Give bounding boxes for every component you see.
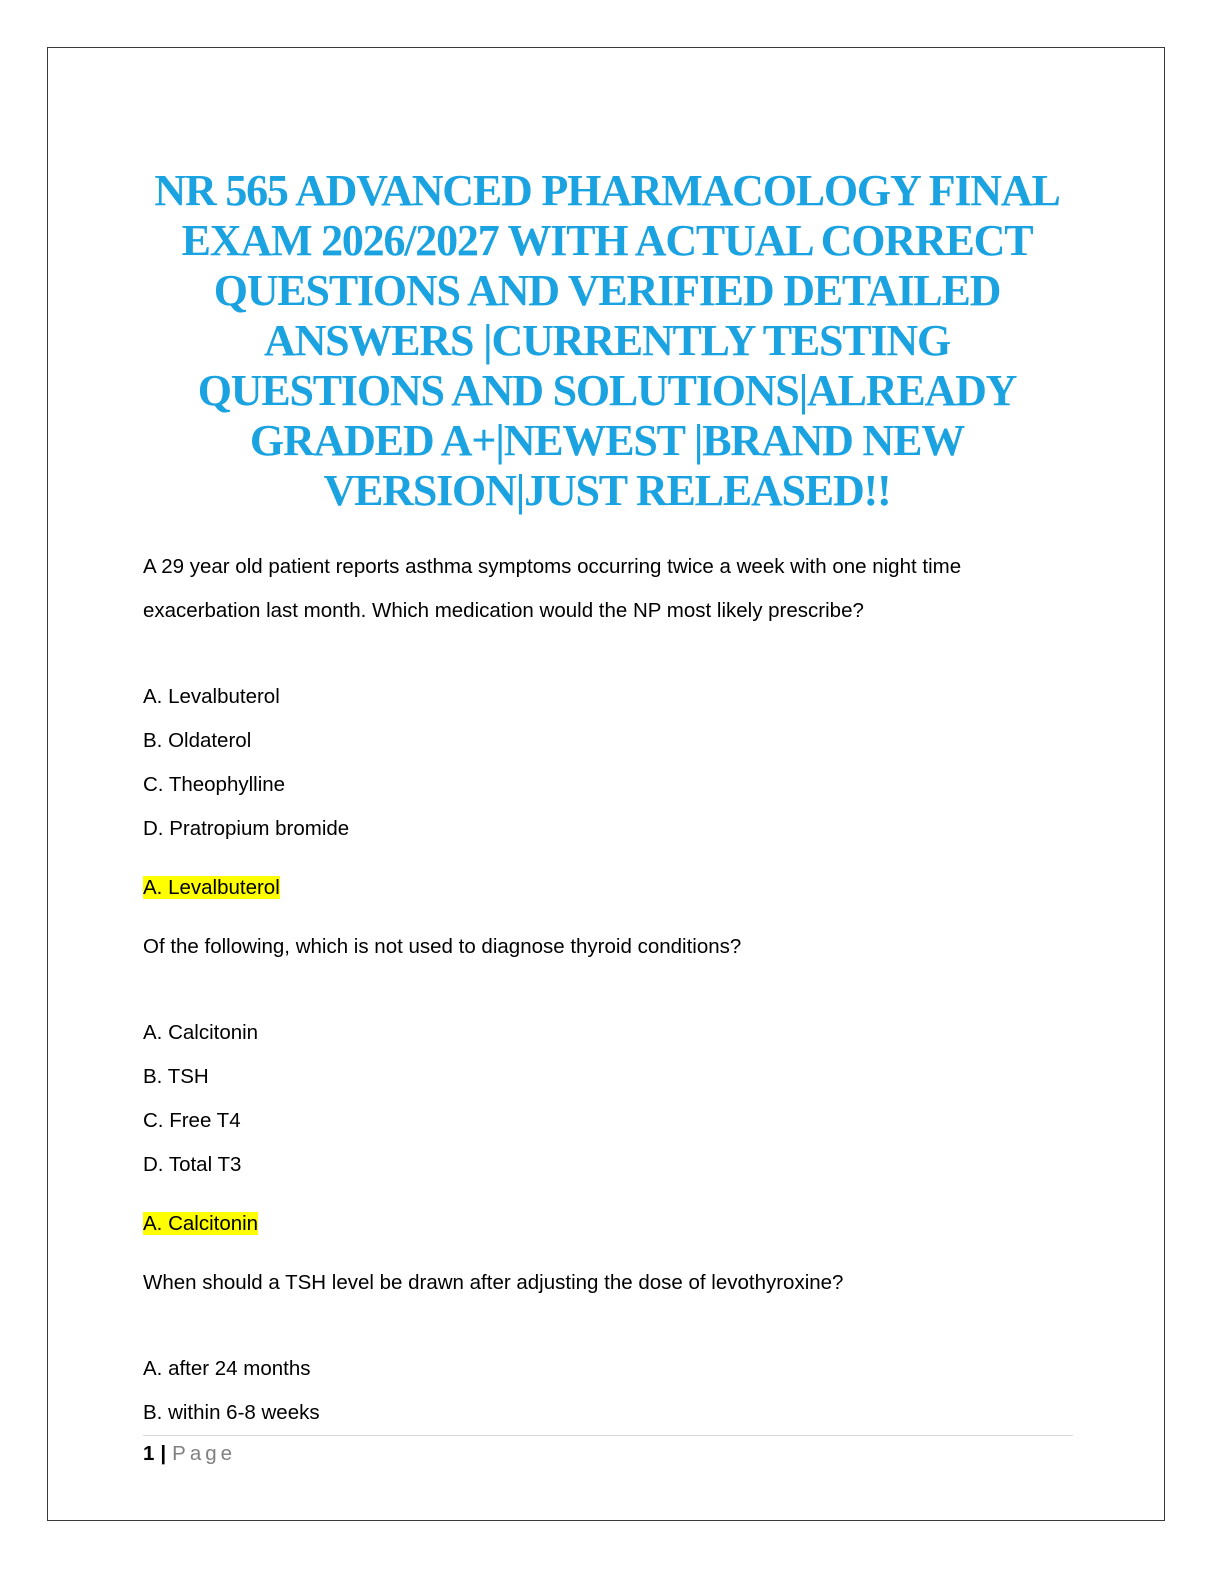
question-3: When should a TSH level be drawn after a… (143, 1261, 1073, 1435)
page-footer: 1|Page (143, 1440, 236, 1468)
option-list: A. Levalbuterol B. Oldaterol C. Theophyl… (143, 675, 1073, 851)
answer-line: A. Calcitonin (143, 1202, 1073, 1246)
question-text: When should a TSH level be drawn after a… (143, 1261, 1073, 1305)
question-2: Of the following, which is not used to d… (143, 925, 1073, 1246)
document-title: NR 565 ADVANCED PHARMACOLOGY FINAL EXAM … (120, 166, 1094, 516)
question-1: A 29 year old patient reports asthma sym… (143, 545, 1073, 910)
title-line: QUESTIONS AND SOLUTIONS|ALREADY (197, 366, 1018, 415)
option-d: D. Pratropium bromide (143, 817, 350, 840)
page-number: 1 (143, 1442, 155, 1465)
footer-divider (143, 1435, 1073, 1436)
question-list: A 29 year old patient reports asthma sym… (143, 545, 1073, 1435)
title-line: ANSWERS |CURRENTLY TESTING (264, 316, 951, 365)
question-text: Of the following, which is not used to d… (143, 925, 1073, 969)
page-border (47, 47, 1165, 1521)
question-text-line: exacerbation last month. Which medicatio… (143, 599, 864, 622)
title-line: EXAM 2026/2027 WITH ACTUAL CORRECT (181, 216, 1034, 265)
option-d: D. Total T3 (143, 1153, 242, 1176)
title-line: VERSION|JUST RELEASED!! (323, 466, 892, 515)
option-b: B. within 6-8 weeks (143, 1401, 320, 1424)
page-label: Page (172, 1442, 237, 1465)
option-c: C. Theophylline (143, 773, 286, 796)
question-text-line: When should a TSH level be drawn after a… (143, 1271, 844, 1294)
option-a: A. Calcitonin (143, 1021, 259, 1044)
highlighted-answer: A. Calcitonin (143, 1212, 259, 1235)
title-line: NR 565 ADVANCED PHARMACOLOGY FINAL (154, 166, 1060, 215)
option-list: A. after 24 months B. within 6-8 weeks (143, 1347, 1073, 1435)
option-a: A. after 24 months (143, 1357, 311, 1380)
answer-line: A. Levalbuterol (143, 866, 1073, 910)
option-a: A. Levalbuterol (143, 685, 280, 708)
option-b: B. Oldaterol (143, 729, 252, 752)
option-c: C. Free T4 (143, 1109, 241, 1132)
page-separator: | (160, 1442, 167, 1465)
title-line: GRADED A+|NEWEST |BRAND NEW (249, 416, 965, 465)
question-text-line: Of the following, which is not used to d… (143, 935, 742, 958)
option-b: B. TSH (143, 1065, 209, 1088)
question-text: A 29 year old patient reports asthma sym… (143, 545, 1073, 633)
question-text-line: A 29 year old patient reports asthma sym… (143, 555, 962, 578)
title-line: QUESTIONS AND VERIFIED DETAILED (213, 266, 1002, 315)
option-list: A. Calcitonin B. TSH C. Free T4 D. Total… (143, 1011, 1073, 1187)
highlighted-answer: A. Levalbuterol (143, 876, 280, 899)
